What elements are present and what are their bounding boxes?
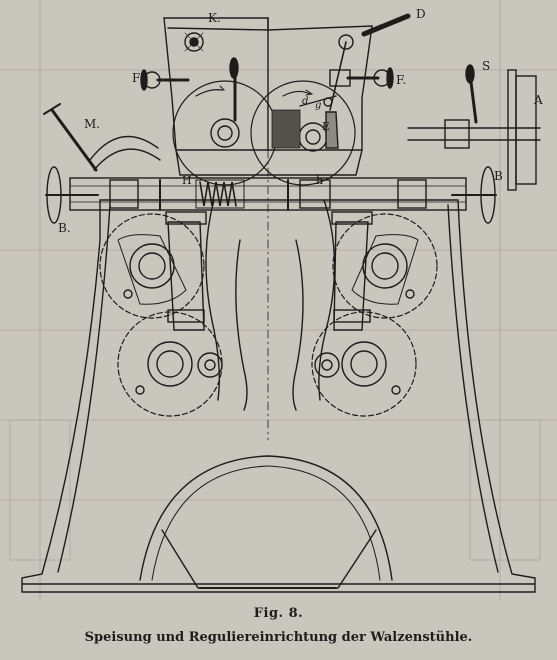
label-d-small: d <box>302 96 308 107</box>
roller-mill-drawing: K. D F F. S A M. B. B H h E d g <box>0 0 557 600</box>
handwheels-b <box>45 166 497 224</box>
label-a: A <box>533 93 543 107</box>
figure-title: Speisung und Reguliereinrichtung der Wal… <box>84 630 473 645</box>
drive-pulley-a <box>407 64 541 191</box>
label-f-left: F <box>132 71 140 85</box>
knob-k <box>184 32 204 52</box>
machine-frame <box>21 199 536 593</box>
labels: K. D F F. S A M. B. B H h E d g <box>58 7 543 235</box>
lever-d <box>325 13 411 149</box>
lever-m <box>43 103 161 172</box>
bearing-brackets <box>117 211 419 395</box>
grinding-rollers <box>99 213 438 417</box>
feed-adjustment-levers <box>140 57 394 122</box>
feed-hopper <box>163 17 373 176</box>
label-f-right: F. <box>396 73 406 87</box>
discharge-hopper <box>161 529 377 589</box>
label-k: K. <box>208 11 221 25</box>
label-h-left: H <box>182 174 192 187</box>
label-b-left: B. <box>58 221 71 235</box>
feed-channels <box>205 149 336 441</box>
label-e: E <box>322 120 330 133</box>
label-d: D <box>416 7 426 21</box>
label-b-right: B <box>494 169 503 183</box>
label-g: g <box>315 100 321 111</box>
label-s: S <box>482 59 490 73</box>
spring-h <box>199 181 237 207</box>
linkage-edg <box>271 95 337 149</box>
figure-number: Fig. 8. <box>253 606 304 621</box>
label-h-right: h <box>316 174 323 187</box>
label-m: M. <box>84 117 100 131</box>
frame-arch <box>139 455 393 581</box>
background-show-through <box>0 0 557 600</box>
adjusting-beam <box>69 177 467 211</box>
